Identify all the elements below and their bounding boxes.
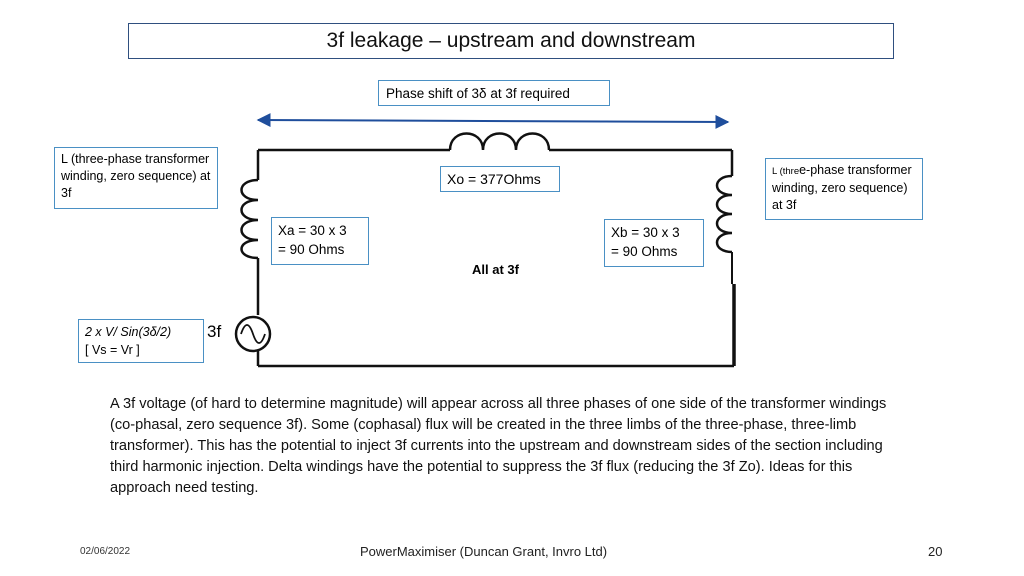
footer-center: PowerMaximiser (Duncan Grant, Invro Ltd) <box>360 544 608 559</box>
xb-line2: = 90 Ohms <box>611 244 678 259</box>
right-inductor-label: L (three-phase transformer winding, zero… <box>765 158 923 220</box>
xb-line1: Xb = 30 x 3 <box>611 225 680 240</box>
right-inductor-label-rest: e-phase transformer winding, zero sequen… <box>772 163 912 212</box>
page-number: 20 <box>928 544 943 559</box>
left-inductor-label: L (three-phase transformer winding, zero… <box>54 147 218 209</box>
xa-line2: = 90 Ohms <box>278 242 345 257</box>
all-at-3f-label: All at 3f <box>472 262 519 277</box>
inductor-icon <box>240 178 259 260</box>
phase-shift-label: Phase shift of 3δ at 3f required <box>378 80 610 106</box>
slide-title: 3f leakage – upstream and downstream <box>128 23 894 59</box>
source-line1: 2 x V/ Sin(3δ/2) <box>85 325 172 339</box>
inductor-icon <box>715 174 733 254</box>
xb-label: Xb = 30 x 3 = 90 Ohms <box>604 219 704 267</box>
phase-shift-arrow <box>256 113 730 129</box>
right-inductor-label-small: L (thre <box>772 166 800 177</box>
xa-line1: Xa = 30 x 3 <box>278 223 347 238</box>
source-line2: [ Vs = Vr ] <box>85 343 140 357</box>
xo-label: Xo = 377Ohms <box>440 166 560 192</box>
footer-date: 02/06/2022 <box>80 546 131 557</box>
inductor-icon <box>448 132 551 151</box>
description-paragraph: A 3f voltage (of hard to determine magni… <box>110 396 887 496</box>
sine-wave <box>240 324 266 344</box>
source-label: 2 x V/ Sin(3δ/2) [ Vs = Vr ] <box>78 319 204 363</box>
source-frequency-label: 3f <box>207 322 222 341</box>
xa-label: Xa = 30 x 3 = 90 Ohms <box>271 217 369 265</box>
